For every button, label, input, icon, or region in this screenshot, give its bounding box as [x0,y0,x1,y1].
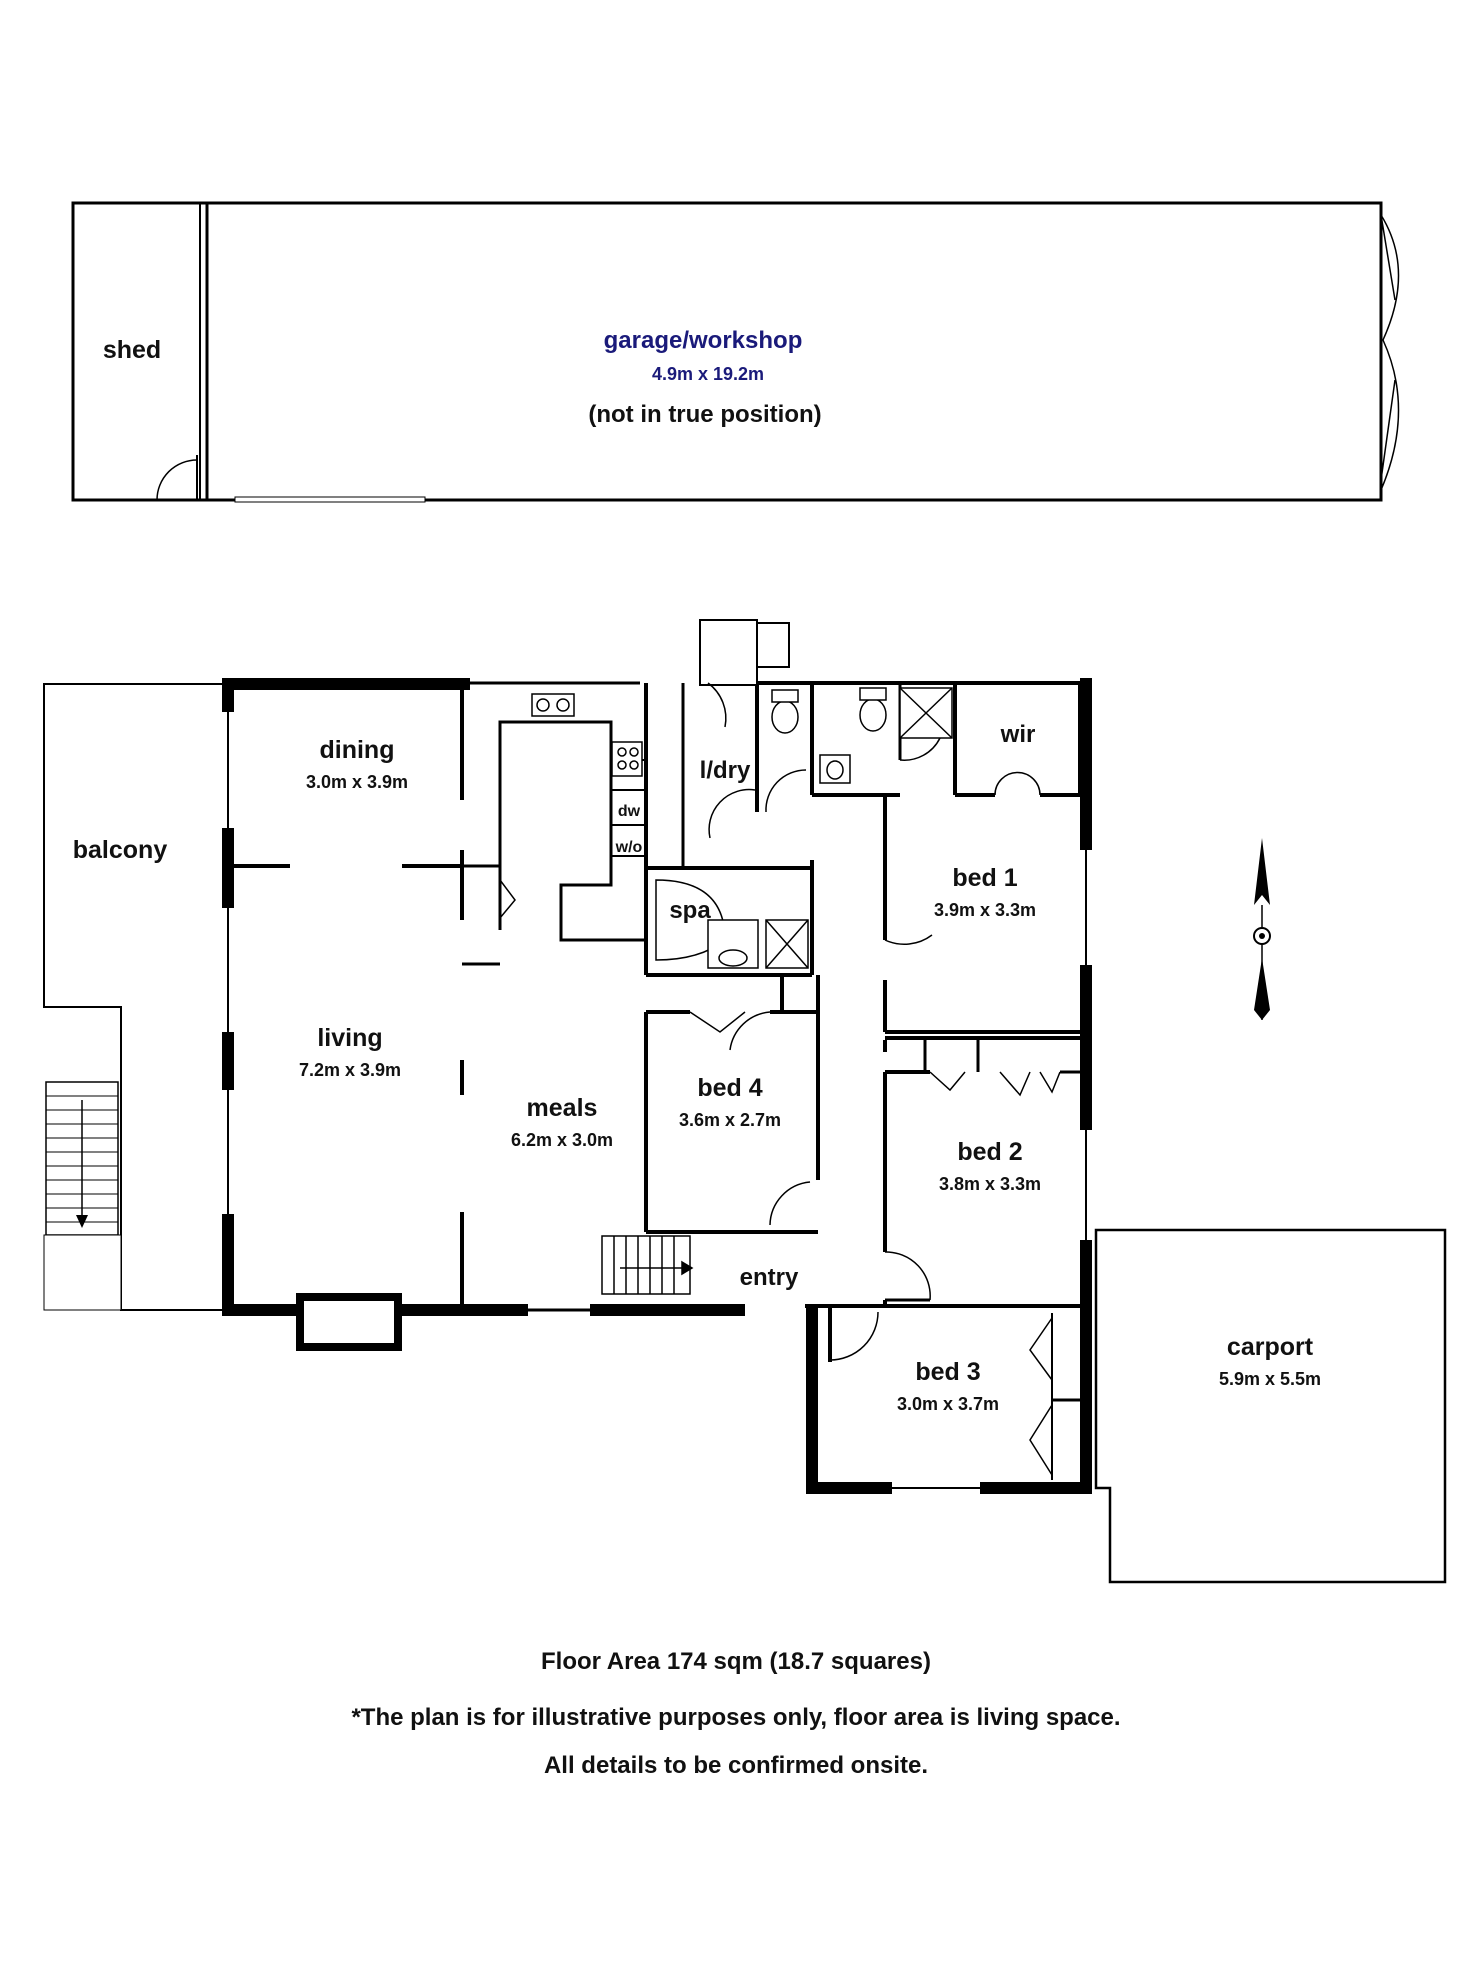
stair-landing [43,1234,122,1311]
disclaimer-text: *The plan is for illustrative purposes o… [351,1704,1121,1731]
bed1-size: 3.9m x 3.3m [934,900,1036,920]
bed2-label: bed 2 [957,1138,1022,1166]
garage-door-swing-upper [1380,214,1400,341]
bed1-label: bed 1 [952,864,1017,892]
north-arrow-icon [1253,838,1271,1020]
carport-label: carport [1227,1333,1314,1361]
balcony: balcony [43,683,222,1311]
living-label: living [317,1024,382,1052]
balcony-label: balcony [73,836,168,864]
wo-label: w/o [615,839,643,856]
bed2-size: 3.8m x 3.3m [939,1174,1041,1194]
house-walls [222,619,1092,1494]
dw-label: dw [618,803,641,820]
ldry-label: l/dry [700,757,751,784]
garage-label: garage/workshop [604,327,803,354]
garage-note: (not in true position) [588,401,821,428]
dining-label: dining [320,736,395,764]
fixtures [531,687,953,969]
bed4-label: bed 4 [697,1074,762,1102]
garage-outline [71,201,1383,502]
carport-outline [1094,1228,1447,1584]
bed3-label: bed 3 [915,1358,980,1386]
garage-door-swing-lower [1380,339,1400,491]
garage-door-leaf-upper [1380,214,1396,301]
entry-label: entry [740,1264,799,1291]
spa-label: spa [669,897,711,924]
bed4-size: 3.6m x 2.7m [679,1110,781,1130]
shed-door-swing [156,459,198,501]
stair-arrow-head [76,1215,88,1228]
garage-sliding-door [234,496,426,503]
meals-size: 6.2m x 3.0m [511,1130,613,1150]
carport-size: 5.9m x 5.5m [1219,1369,1321,1389]
wir-label: wir [1000,721,1036,748]
dining-size: 3.0m x 3.9m [306,772,408,792]
shed-label: shed [103,336,161,364]
garage-size: 4.9m x 19.2m [652,364,764,384]
room-labels: dining 3.0m x 3.9m living 7.2m x 3.9m me… [299,721,1321,1414]
confirm-text: All details to be confirmed onsite. [543,1752,929,1779]
living-size: 7.2m x 3.9m [299,1060,401,1080]
door-swings [499,682,1061,1476]
garage-door-leaf-lower [1380,379,1396,481]
outbuilding: shed garage/workshop 4.9m x 19.2m (not i… [71,201,1400,503]
meals-label: meals [527,1094,598,1122]
floor-area-text: Floor Area 174 sqm (18.7 squares) [541,1648,931,1675]
bed3-size: 3.0m x 3.7m [897,1394,999,1414]
entry-stairs [601,1235,694,1295]
balcony-outline [43,683,222,1311]
